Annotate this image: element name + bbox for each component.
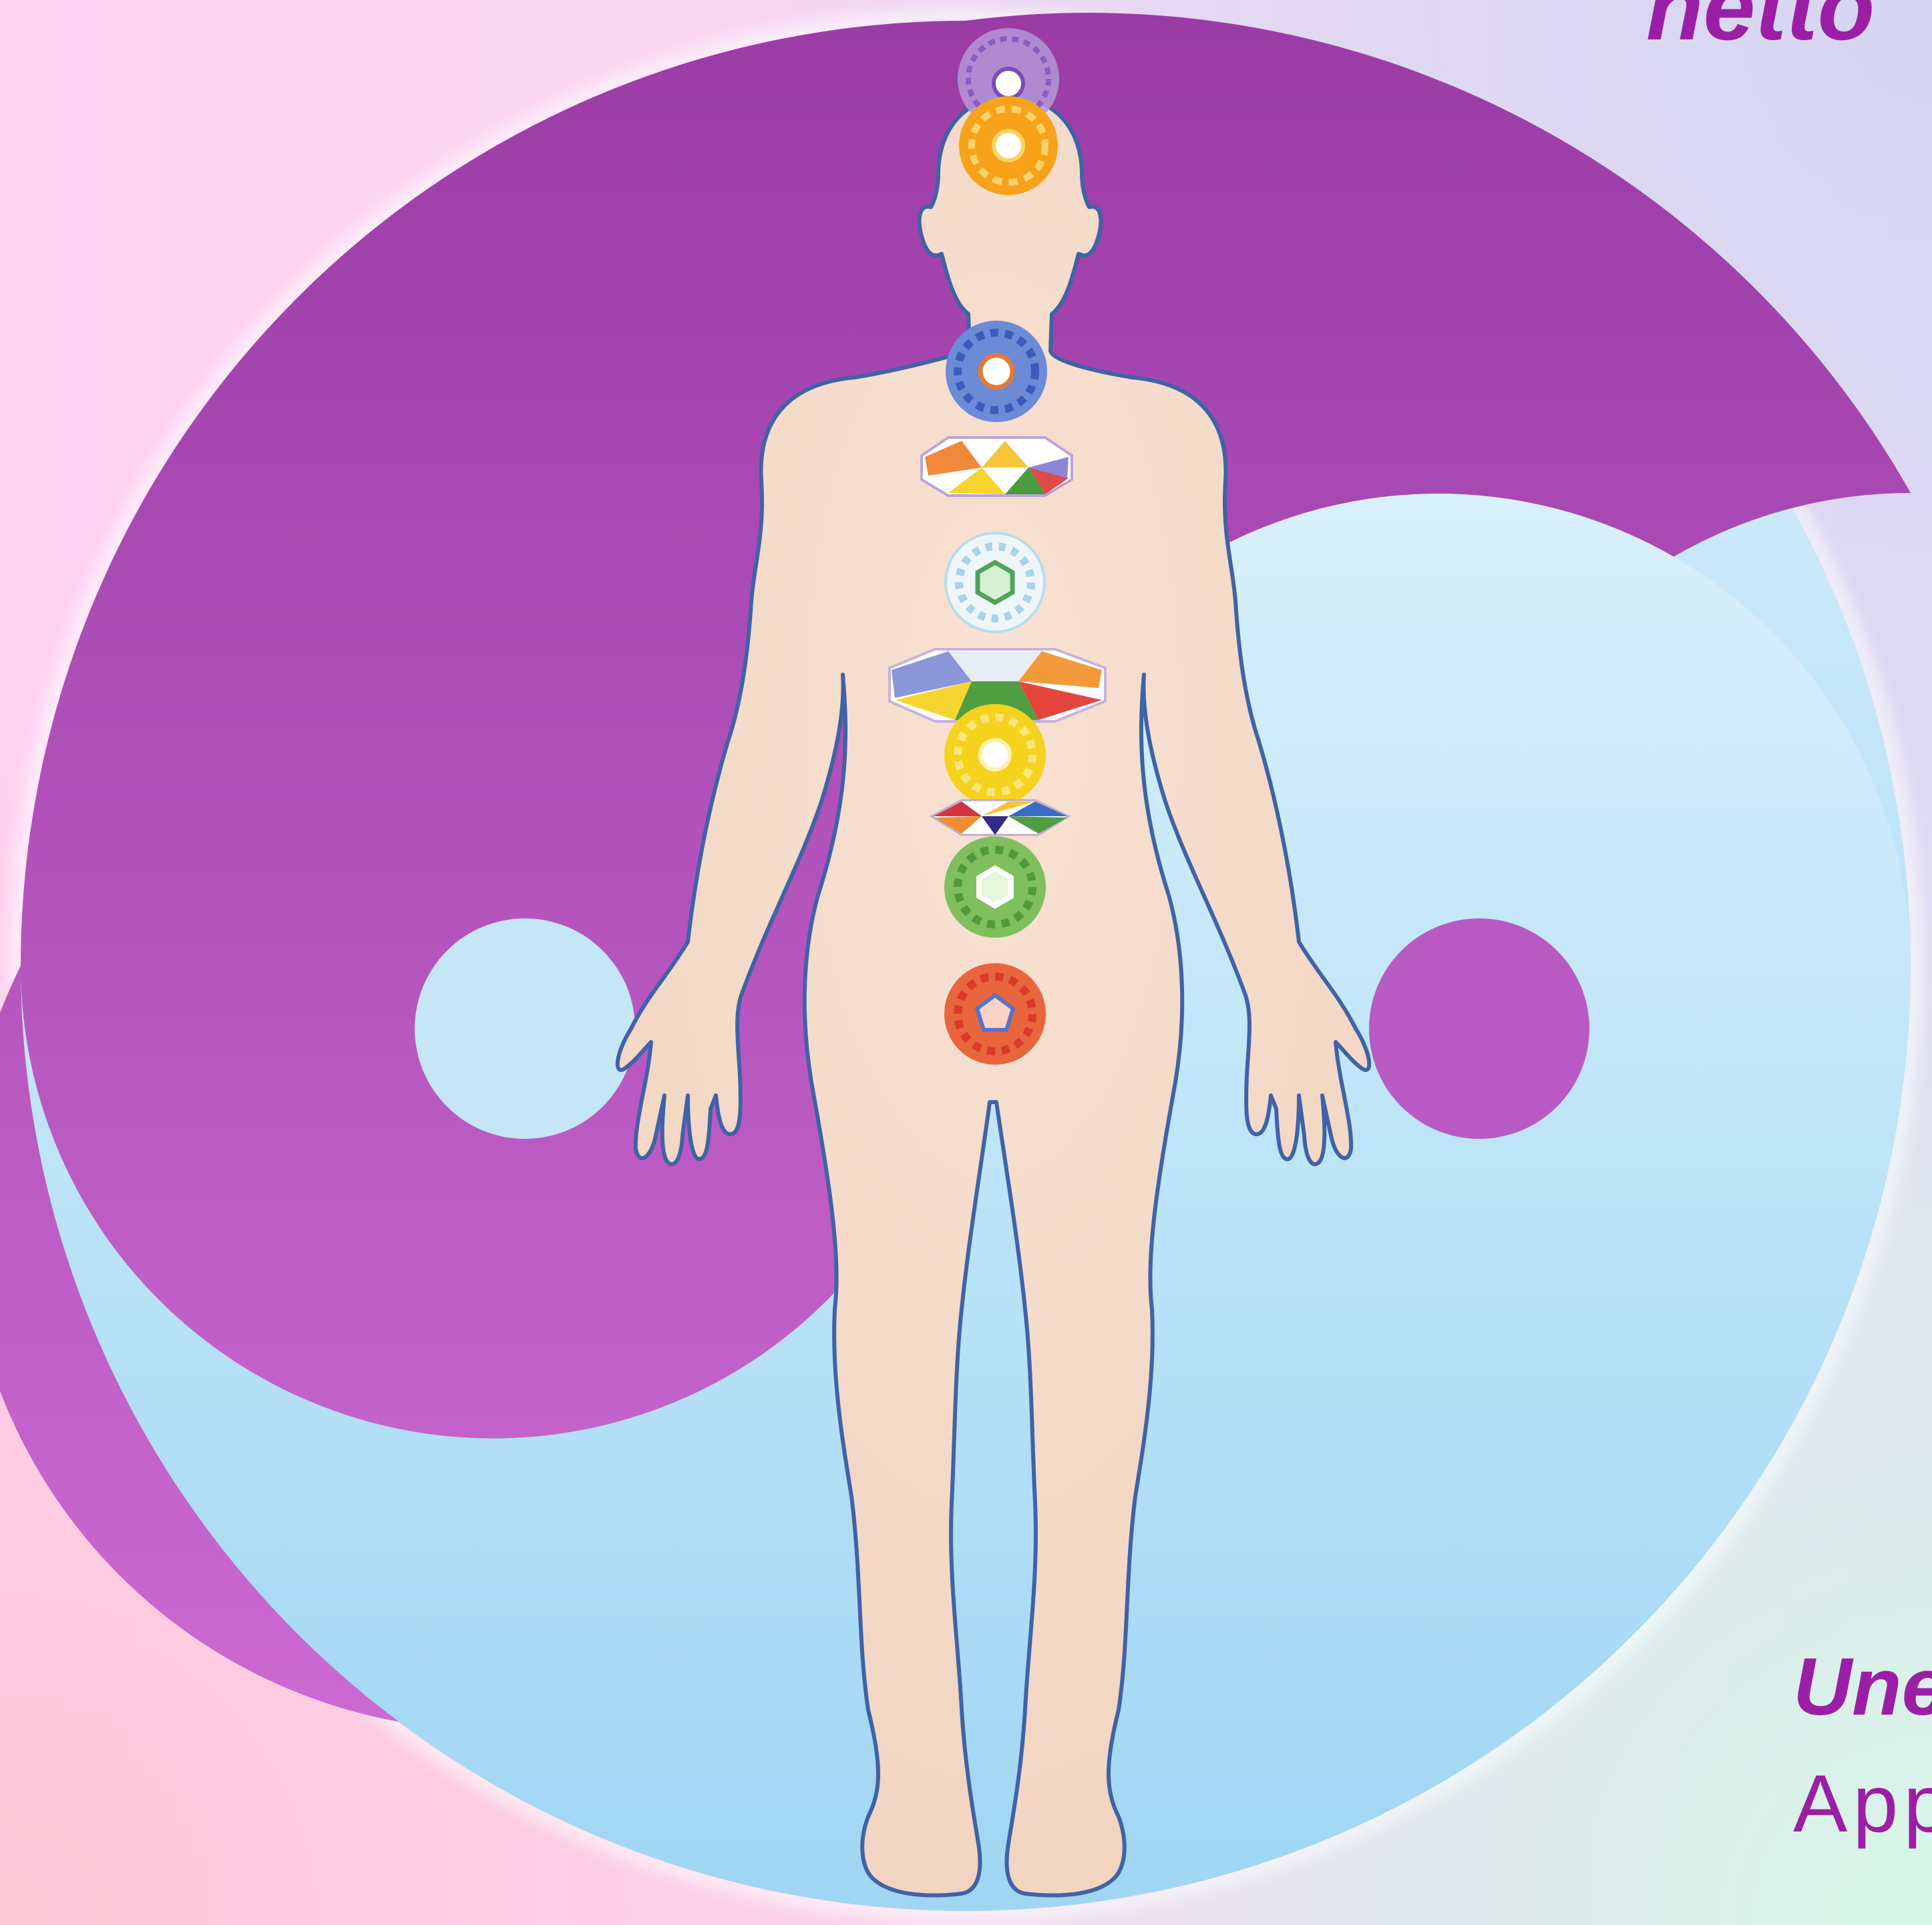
yang-dot	[1369, 918, 1589, 1139]
heart-chakra-icon	[946, 533, 1044, 632]
subtitle-fragment: Une	[1793, 1640, 1932, 1733]
sacral-chakra-icon	[944, 836, 1046, 938]
solar-plexus-chakra-icon	[944, 704, 1046, 806]
root-chakra-icon	[944, 963, 1046, 1065]
yin-dot	[415, 918, 635, 1139]
upper-heart-chakra-icon	[922, 437, 1072, 496]
page-title-fragment: netto	[1646, 0, 1875, 61]
caption-fragment: App	[1793, 1757, 1932, 1850]
throat-chakra-icon	[946, 321, 1047, 422]
third-eye-chakra-icon	[959, 96, 1058, 195]
lower-solar-plexus-chakra-icon	[932, 800, 1069, 835]
